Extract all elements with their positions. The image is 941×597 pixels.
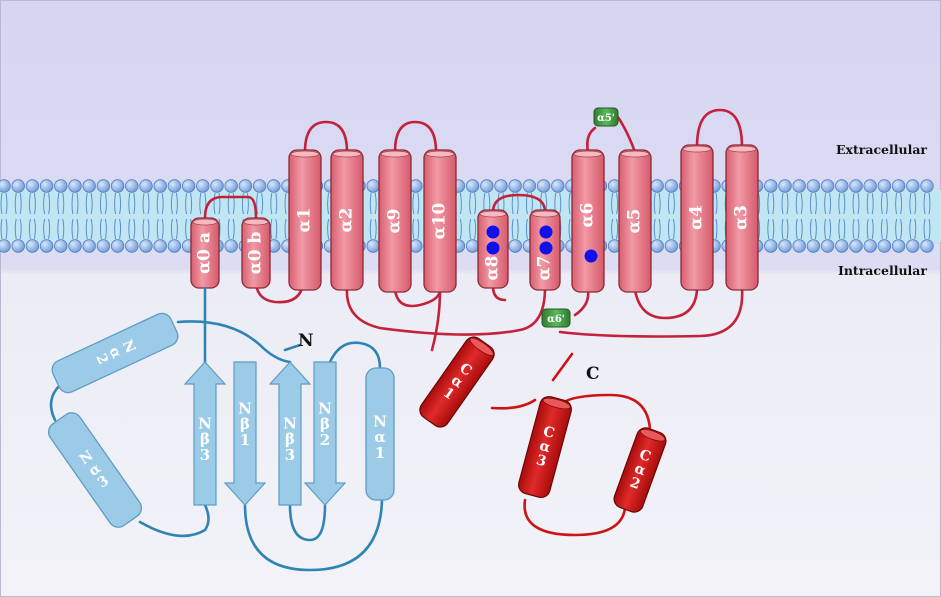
- n-beta-nb3a-label-char: β: [200, 430, 210, 448]
- helix-a2: α2: [330, 149, 364, 291]
- n-beta-nb1: Nβ1: [223, 361, 267, 506]
- n-beta-nb1-label-char: β: [240, 415, 250, 433]
- c-ca3-label-char: α: [538, 438, 553, 456]
- n-beta-nb2-label-char: N: [318, 399, 332, 417]
- tm-loops: [203, 108, 744, 352]
- c-ca3-label-char: C: [541, 424, 556, 442]
- helix-a4-label: α4: [687, 205, 707, 230]
- helix-a0a-label: α0 a: [195, 232, 215, 274]
- intracellular-label: Intracellular: [838, 263, 927, 278]
- n-beta-nb3b-label-char: N: [283, 414, 297, 432]
- c-ca2-label-char: C: [637, 447, 653, 466]
- c-ca3-label-char: 3: [534, 452, 548, 470]
- c-terminus-label: C: [586, 364, 600, 384]
- n-beta-nb1-label-char: N: [238, 399, 252, 417]
- helix-a2-label: α2: [337, 208, 357, 233]
- helix-a10: α10: [423, 149, 457, 293]
- helix-a0a: α0 a: [190, 217, 220, 289]
- n-beta-nb3a: Nβ3: [183, 361, 227, 506]
- helix-a6p: α6': [541, 308, 571, 328]
- c-ca2: Cα2: [613, 427, 667, 513]
- c-ca1: Cα1: [419, 336, 495, 428]
- helix-a8-label: α8: [483, 256, 503, 281]
- helix-a10-label: α10: [430, 202, 450, 239]
- n-terminus-label: N: [298, 331, 314, 351]
- helix-a5: α5: [618, 149, 652, 293]
- n-beta-nb3a-label-char: N: [198, 414, 212, 432]
- helix-a0b: α0 b: [241, 217, 271, 289]
- helix-a5-label: α5: [625, 209, 645, 234]
- extracellular-label: Extracellular: [836, 142, 927, 157]
- n-alpha1-label-char: 1: [375, 444, 385, 462]
- ions: [486, 225, 598, 263]
- n-domain-loops: [49, 286, 384, 572]
- helix-a5p: α5': [593, 107, 619, 127]
- c-domain-loops: [490, 352, 652, 537]
- n-alpha2: Nα2: [51, 312, 179, 394]
- helix-a4: α4: [680, 144, 714, 291]
- helix-a0b-label: α0 b: [246, 232, 266, 275]
- n-beta-nb1-label-char: 1: [240, 431, 250, 449]
- n-alpha3: Nα3: [47, 412, 143, 528]
- n-beta-nb2-label-char: β: [320, 415, 330, 433]
- helix-a6p-label: α6': [547, 314, 565, 325]
- n-beta-nb3b-label-char: β: [285, 430, 295, 448]
- lipid-bilayer: [0, 179, 941, 253]
- helix-a9: α9: [378, 149, 412, 293]
- helix-a9-label: α9: [385, 209, 405, 234]
- helix-a1: α1: [288, 149, 322, 291]
- helix-a7-label: α7: [535, 256, 555, 281]
- helix-a1-label: α1: [295, 208, 315, 233]
- n-alpha1-label-char: α: [374, 428, 386, 446]
- helix-a3-label: α3: [732, 205, 752, 230]
- helix-a6: α6: [571, 149, 605, 293]
- c-ca3: Cα3: [518, 395, 572, 499]
- n-beta-nb3b: Nβ3: [268, 361, 312, 506]
- n-beta-nb3a-label-char: 3: [200, 446, 210, 464]
- helix-a6-label: α6: [578, 203, 598, 228]
- n-alpha1-label-char: N: [373, 412, 387, 430]
- helix-a5p-label: α5': [597, 113, 615, 124]
- n-beta-nb2: Nβ2: [303, 361, 347, 506]
- n-beta-nb3b-label-char: 3: [285, 446, 295, 464]
- n-alpha1: Nα1: [365, 367, 395, 501]
- n-beta-nb2-label-char: 2: [320, 431, 330, 449]
- helix-a3: α3: [725, 144, 759, 291]
